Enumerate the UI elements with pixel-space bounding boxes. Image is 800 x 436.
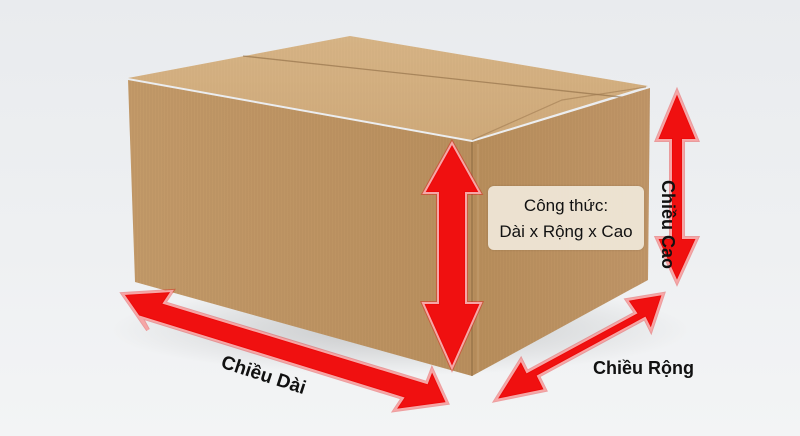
height-arrow-front [421, 140, 483, 371]
formula-title: Công thức: [523, 196, 609, 215]
width-label: Chiều Rộng [593, 358, 694, 378]
height-label: Chiều Cao [658, 180, 678, 270]
box-top-seam [242, 55, 649, 101]
formula-box: Công thức: Dài x Rộng x Cao [488, 186, 644, 250]
length-arrow [121, 289, 449, 412]
height-arrow-side [655, 89, 699, 285]
width-arrow [493, 292, 665, 402]
formula-expression: Dài x Rộng x Cao [499, 222, 633, 241]
